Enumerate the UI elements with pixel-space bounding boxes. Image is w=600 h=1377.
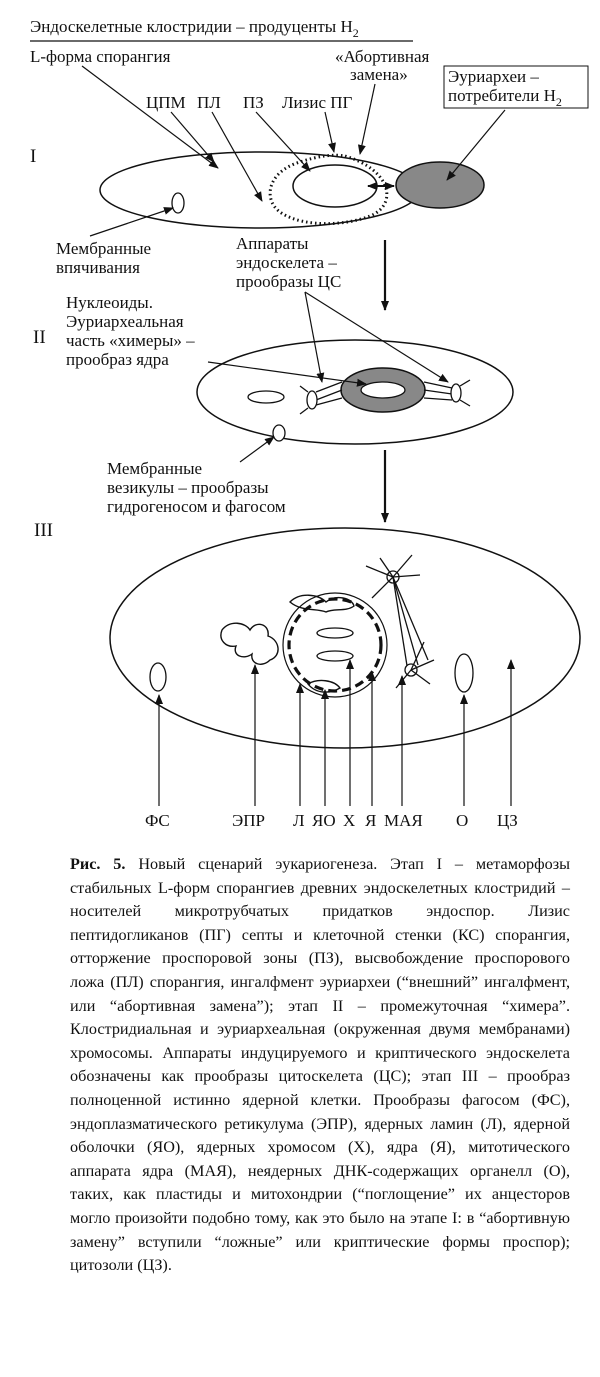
label-apparatus-2: эндоскелета – [236,253,337,272]
nuclear-lamina [282,592,388,698]
label-vesicle-1: Мембранные [107,459,202,478]
mitotic-apparatus [365,554,435,689]
label-euryarchaea-2: потребители H2 [448,86,562,109]
stage-label-1: I [30,146,36,167]
label-abortive-1: «Абортивная [335,47,430,66]
label-ya: Я [365,811,376,830]
membrane-vesicle [272,424,286,442]
label-membrane-2: впячивания [56,258,140,277]
euryarchaea-label-box [443,65,589,109]
pointer-nucleoid [207,361,367,387]
pointer-pz [255,111,311,172]
label-x: Х [343,811,355,830]
label-nucleoid-1: Нуклеоиды. [66,293,153,312]
pointer-apparatus-left [304,291,325,383]
pointer-lysis [324,111,336,153]
label-nucleoid-2: Эуриархеальная [66,312,184,331]
stage-2-diagram: Нуклеоиды. Эуриархеальная часть «химеры»… [66,291,514,516]
chromosome-2 [316,650,354,662]
label-l: Л [293,811,305,830]
label-maya: МАЯ [384,811,423,830]
label-vesicle-3: гидрогеносом и фагосом [107,497,286,516]
pointer-apparatus-right [304,291,449,383]
eukaryotic-cell [109,527,581,749]
pointer-membrane [89,207,174,237]
figure-caption: Рис. 5. Новый сценарий эукариогенеза. Эт… [70,853,570,1278]
pointer-pl [211,111,263,202]
label-nucleoid-4: прообраз ядра [66,350,169,369]
label-pz: ПЗ [243,93,264,112]
clostridial-nucleoid [247,390,285,404]
caption-text: Новый сценарий эукариогенеза. Этап I – м… [70,855,570,1275]
er-shape-2 [288,594,355,613]
stage-3-diagram: ФС ЭПР Л ЯО Х Я МАЯ О ЦЗ [109,527,581,830]
label-apparatus-3: прообразы ЦС [236,272,341,291]
title-line-1: Эндоскелетные клостридии – продуценты H2 [30,17,359,40]
label-vesicle-2: везикулы – прообразы [107,478,269,497]
chromosome-1 [316,627,354,639]
label-cz: ЦЗ [497,811,518,830]
label-nucleoid-3: часть «химеры» – [66,331,195,350]
stage-label-3: III [34,520,53,541]
label-apparatus-1: Аппараты [236,234,309,253]
title-line-2: L-форма спорангия [30,47,171,66]
label-euryarchaea-1: Эуриархеи – [448,67,539,86]
caption-label: Рис. 5. [70,855,126,873]
label-fs: ФС [145,811,170,830]
prospore-bed [292,164,378,208]
organelle-o [454,653,474,693]
phagosome [149,662,167,692]
er-shape-1 [220,622,279,665]
label-pl: ПЛ [197,93,221,112]
er-shape-3 [306,679,342,693]
pointer-abortive [357,83,376,155]
label-epr: ЭПР [232,811,265,830]
eukaryogenesis-diagram: Эндоскелетные клостридии – продуценты H2… [30,17,589,830]
label-cpm: ЦПМ [146,93,186,112]
euryarchaeon [395,161,485,209]
stage-1-diagram: ЦПМ ПЛ ПЗ Лизис ПГ «Абортивная замена» Э… [56,47,589,291]
nuclear-envelope [287,597,383,693]
label-lysis-pg: Лизис ПГ [282,93,353,112]
pointer-cpm [170,111,215,163]
euryarchaeal-chromosome [360,381,406,399]
chimera-cell [196,339,514,445]
endoskeleton-apparatus-left [299,381,343,415]
endoskeleton-apparatus-right [423,379,471,407]
label-abortive-2: замена» [350,65,408,84]
label-yao: ЯО [312,811,336,830]
label-o: О [456,811,468,830]
pointer-l-form [81,65,219,169]
pointer-euryarchaea [446,109,506,181]
stage-label-2: II [33,327,46,348]
label-membrane-1: Мембранные [56,239,151,258]
membrane-invagination [171,192,185,214]
pointer-vesicle [239,436,275,463]
